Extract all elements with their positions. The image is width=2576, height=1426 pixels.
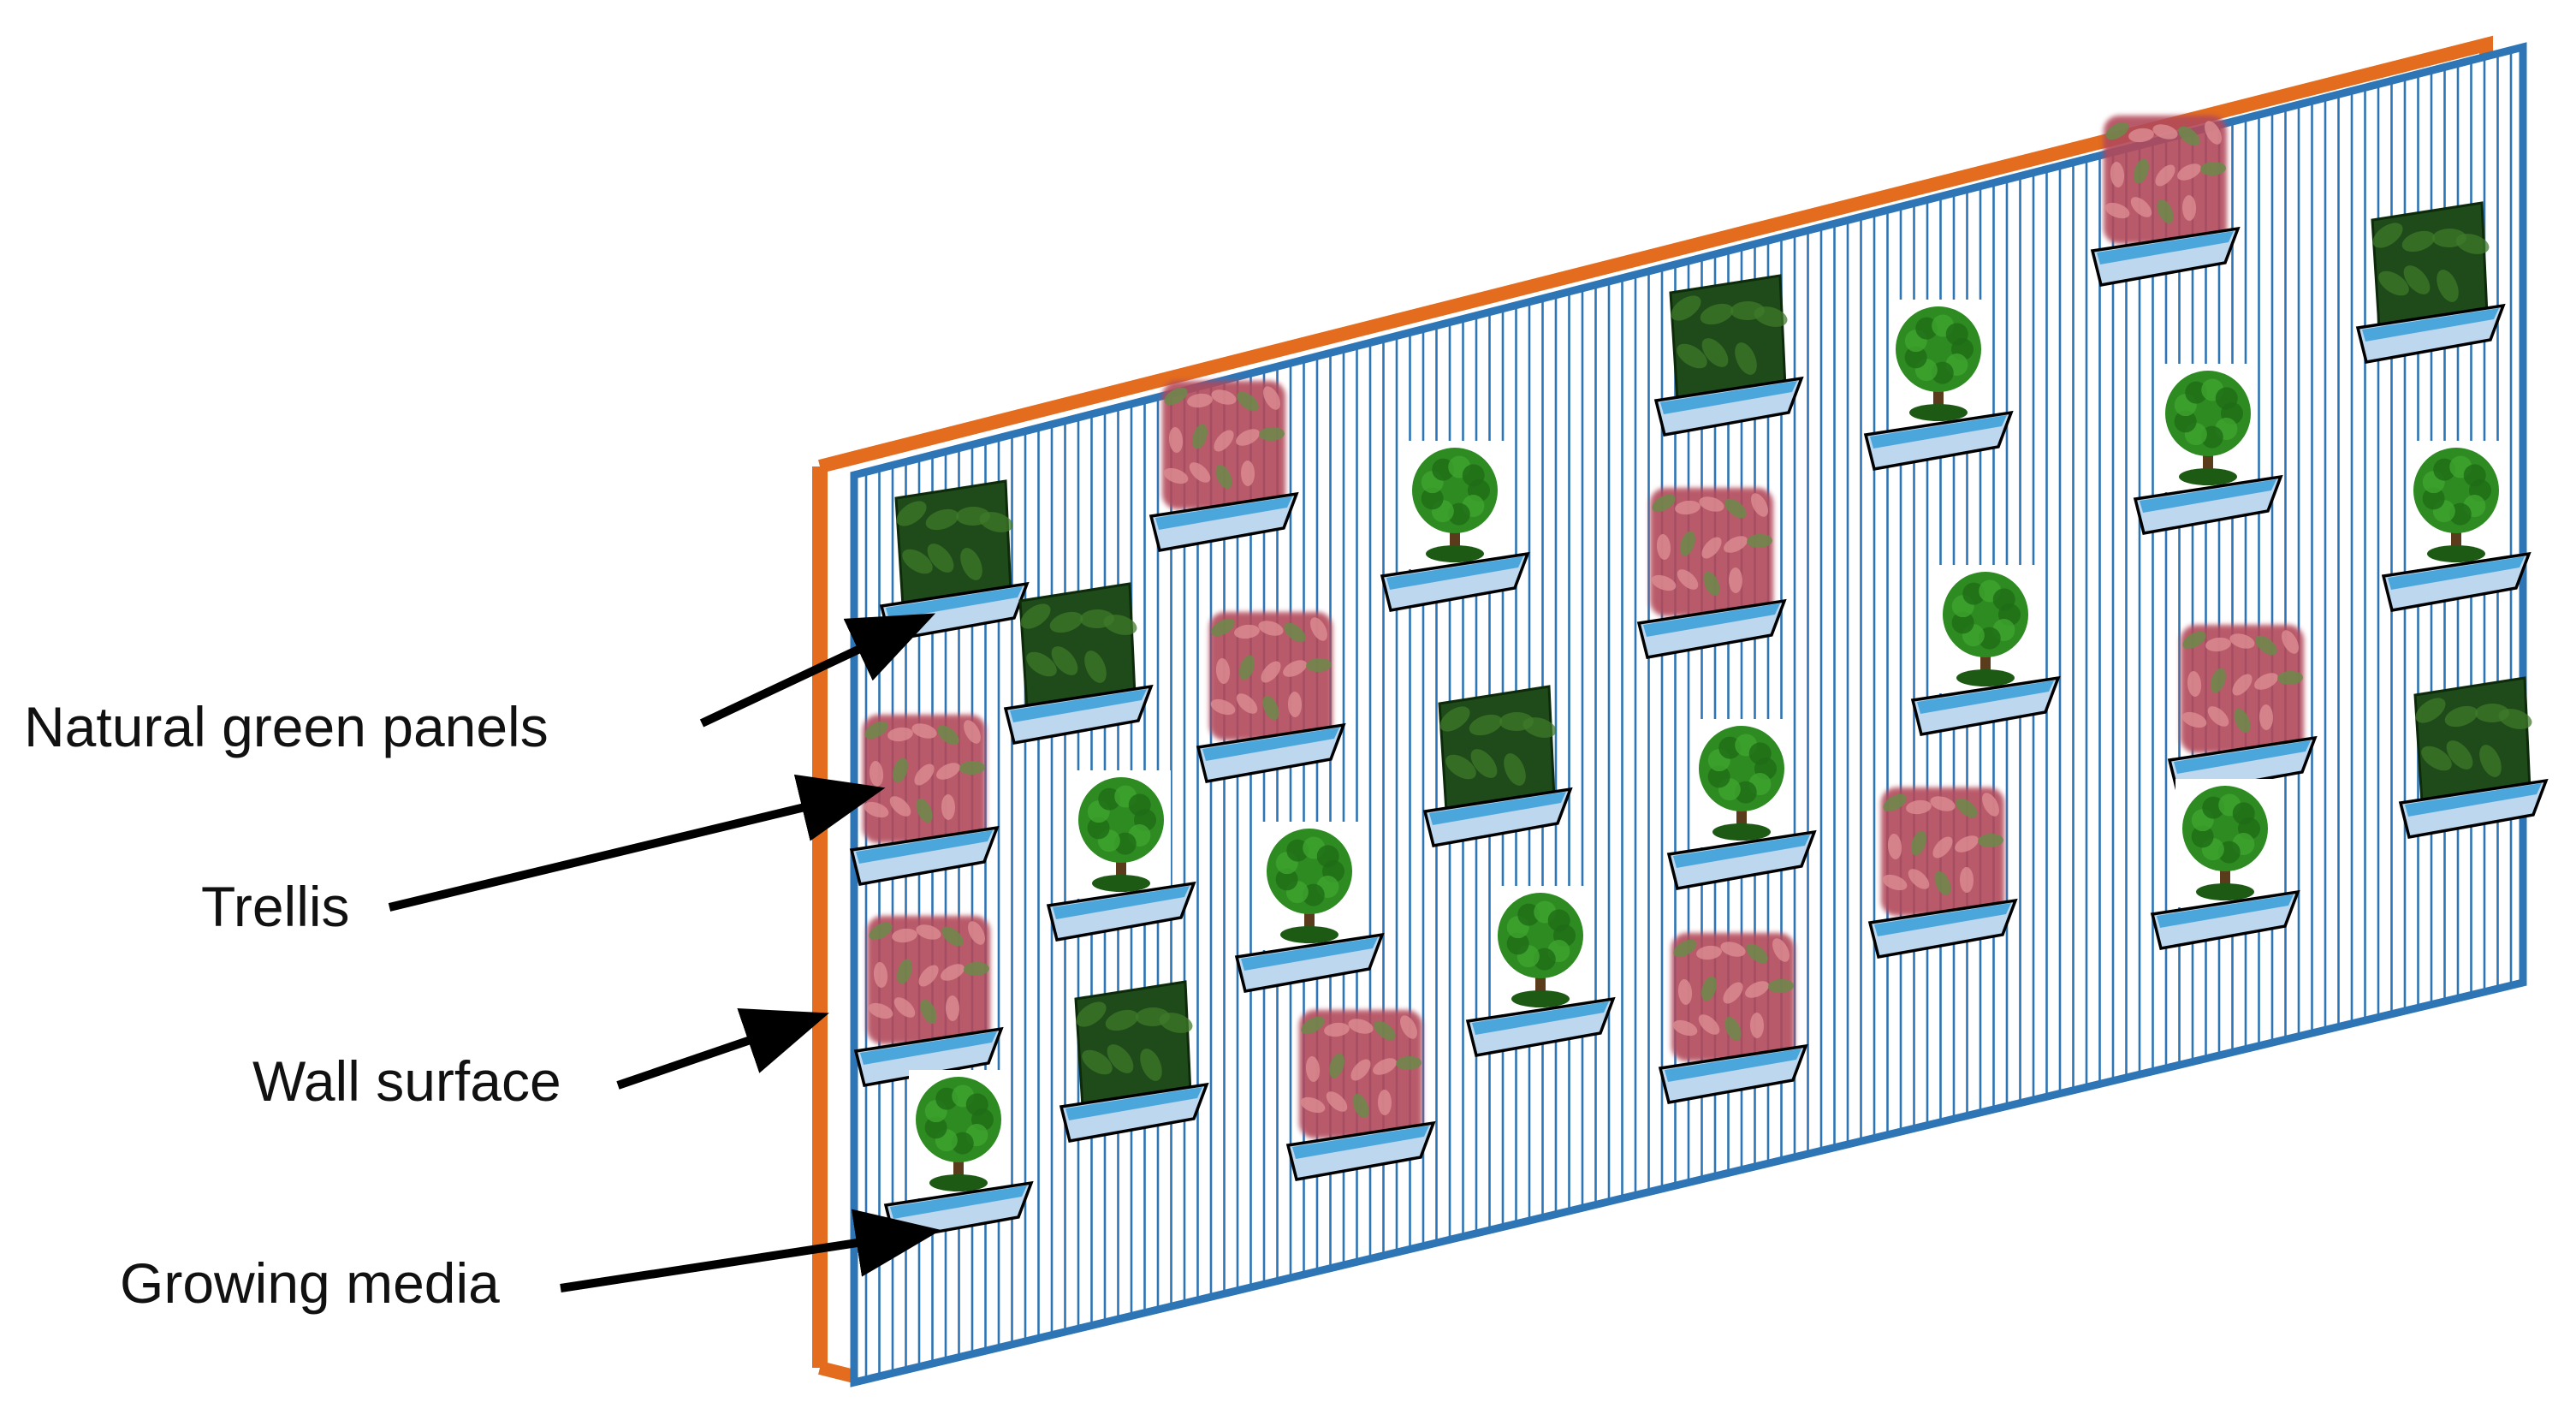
growing-media-tray xyxy=(1863,410,2014,472)
growing-media-tray xyxy=(1380,551,1530,613)
label-natural-green-panels: Natural green panels xyxy=(24,695,549,758)
growing-media-tray xyxy=(853,1026,1004,1088)
dark-leaf-panel-module xyxy=(2398,676,2549,840)
dark-leaf-panel-icon xyxy=(2413,676,2532,805)
round-shrub-icon xyxy=(1889,300,1988,428)
growing-media-tray xyxy=(2133,474,2283,536)
round-shrub-module xyxy=(1666,719,1817,891)
round-shrub-module xyxy=(2150,779,2300,951)
arrow-trellis xyxy=(388,774,886,912)
red-foliage-module xyxy=(2090,116,2241,288)
red-foliage-module xyxy=(1867,787,2018,960)
arrow-wall-surface xyxy=(616,1008,829,1090)
red-foliage-icon xyxy=(2181,625,2304,753)
growing-media-tray xyxy=(1867,898,2018,960)
red-foliage-icon xyxy=(863,715,986,843)
round-shrub-icon xyxy=(1936,565,2035,693)
growing-media-tray xyxy=(1285,1120,1436,1182)
red-foliage-icon xyxy=(1650,488,1773,616)
red-foliage-icon xyxy=(867,916,990,1044)
round-shrub-module xyxy=(1046,770,1196,942)
red-foliage-module xyxy=(2167,625,2318,797)
dark-leaf-panel-module xyxy=(1059,980,1209,1144)
red-foliage-icon xyxy=(1162,381,1285,509)
round-shrub-icon xyxy=(1260,822,1359,950)
red-foliage-icon xyxy=(1671,933,1795,1061)
round-shrub-module xyxy=(1863,300,2014,472)
growing-media-tray xyxy=(1046,881,1196,942)
red-foliage-module xyxy=(1149,381,1299,553)
growing-media-tray xyxy=(1149,491,1299,553)
dark-leaf-panel-module xyxy=(1422,685,1573,848)
growing-media-tray xyxy=(1422,787,1573,848)
red-foliage-module xyxy=(1285,1010,1436,1182)
label-wall-surface: Wall surface xyxy=(252,1049,561,1113)
dark-leaf-panel-module xyxy=(2355,201,2506,365)
red-foliage-icon xyxy=(1209,612,1333,740)
dark-leaf-panel-icon xyxy=(894,479,1013,608)
arrow-growing-media xyxy=(560,1209,941,1292)
growing-media-tray xyxy=(1910,675,2061,737)
round-shrub-module xyxy=(2133,364,2283,536)
growing-media-tray xyxy=(849,825,1000,887)
growing-media-tray xyxy=(2150,889,2300,951)
round-shrub-icon xyxy=(2175,779,2275,907)
dark-leaf-panel-module xyxy=(1003,582,1154,746)
round-shrub-module xyxy=(1380,441,1530,613)
label-trellis: Trellis xyxy=(201,875,350,938)
round-shrub-icon xyxy=(1071,770,1171,899)
growing-media-tray xyxy=(2398,778,2549,840)
plant-modules xyxy=(849,116,2549,1242)
growing-media-tray xyxy=(1658,1043,1808,1105)
round-shrub-icon xyxy=(1491,886,1590,1014)
red-foliage-module xyxy=(1196,612,1346,784)
label-growing-media: Growing media xyxy=(120,1251,500,1315)
red-foliage-module xyxy=(1658,933,1808,1105)
red-foliage-icon xyxy=(2104,116,2227,244)
growing-media-tray xyxy=(2381,551,2531,613)
growing-media-tray xyxy=(1234,932,1385,994)
growing-media-tray xyxy=(1059,1082,1209,1144)
growing-media-tray xyxy=(1653,376,1804,437)
red-foliage-module xyxy=(853,916,1004,1088)
dark-leaf-panel-icon xyxy=(2371,201,2490,330)
growing-media-tray xyxy=(2090,226,2241,288)
round-shrub-module xyxy=(1465,886,1616,1058)
growing-media-tray xyxy=(1196,722,1346,784)
red-foliage-icon xyxy=(1881,787,2004,916)
round-shrub-module xyxy=(1234,822,1385,994)
round-shrub-icon xyxy=(1405,441,1505,569)
growing-media-tray xyxy=(1666,829,1817,891)
round-shrub-module xyxy=(1910,565,2061,737)
round-shrub-icon xyxy=(2158,364,2258,492)
dark-leaf-panel-icon xyxy=(1438,685,1557,813)
dark-leaf-panel-icon xyxy=(1074,980,1193,1108)
growing-media-tray xyxy=(1636,598,1787,660)
red-foliage-module xyxy=(1636,488,1787,660)
round-shrub-icon xyxy=(1692,719,1791,847)
red-foliage-icon xyxy=(1299,1010,1422,1138)
dark-leaf-panel-module xyxy=(1653,274,1804,437)
round-shrub-icon xyxy=(2407,441,2506,569)
round-shrub-module xyxy=(2381,441,2531,613)
arrow-natural-green-panels xyxy=(699,613,936,728)
growing-media-tray xyxy=(2355,303,2506,365)
growing-media-tray xyxy=(1465,996,1616,1058)
callout-arrows xyxy=(388,613,941,1292)
dark-leaf-panel-module xyxy=(879,479,1030,643)
round-shrub-icon xyxy=(909,1070,1008,1198)
growing-media-tray xyxy=(1003,684,1154,746)
red-foliage-module xyxy=(849,715,1000,887)
